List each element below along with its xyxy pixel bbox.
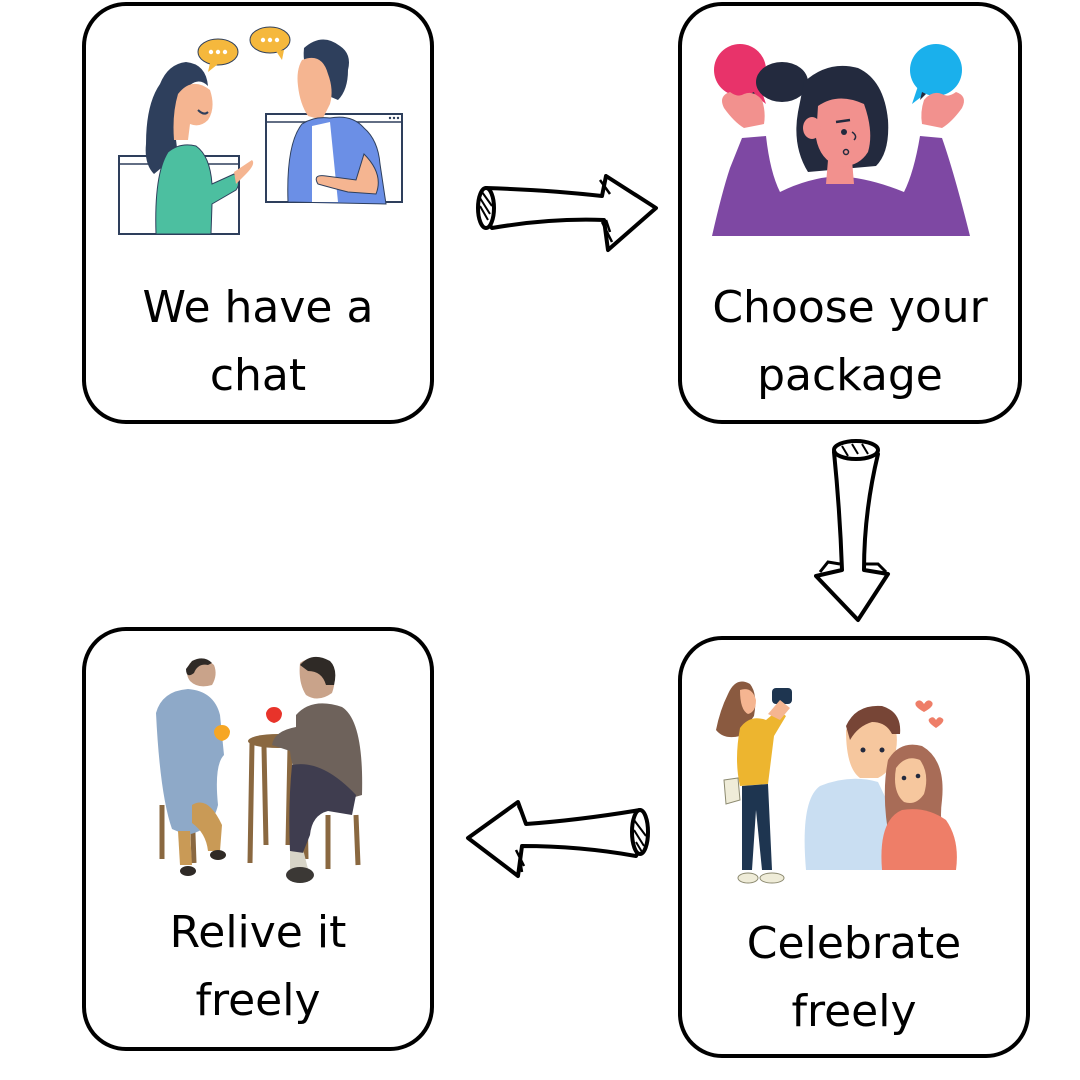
arrow-right-icon (476, 174, 658, 252)
caption-line: freely (791, 986, 917, 1037)
step-caption: We have a chat (86, 274, 430, 410)
caption-line: Choose your (712, 282, 988, 333)
caption-line: Relive it (169, 907, 347, 958)
step-card-celebrate: Celebrate freely (678, 636, 1030, 1058)
couple-at-cafe-table-illustration (156, 656, 363, 883)
step-caption: Celebrate freely (682, 910, 1026, 1046)
caption-line: chat (209, 350, 307, 401)
arrow-down-icon (814, 439, 890, 622)
step-card-chat: We have a chat (82, 2, 434, 424)
caption-line: We have a (142, 282, 374, 333)
arrow-left-icon (466, 800, 650, 878)
woman-deciding-speech-bubbles-illustration (712, 44, 970, 236)
caption-line: package (757, 350, 943, 401)
step-card-relive: Relive it freely (82, 627, 434, 1051)
photographer-and-couple-illustration (716, 681, 957, 884)
step-card-choose-package: Choose your package (678, 2, 1022, 424)
step-caption: Choose your package (682, 274, 1018, 410)
step-caption: Relive it freely (86, 899, 430, 1035)
two-people-video-chat-illustration (118, 26, 403, 235)
caption-line: Celebrate (746, 918, 962, 969)
caption-line: freely (195, 975, 321, 1026)
